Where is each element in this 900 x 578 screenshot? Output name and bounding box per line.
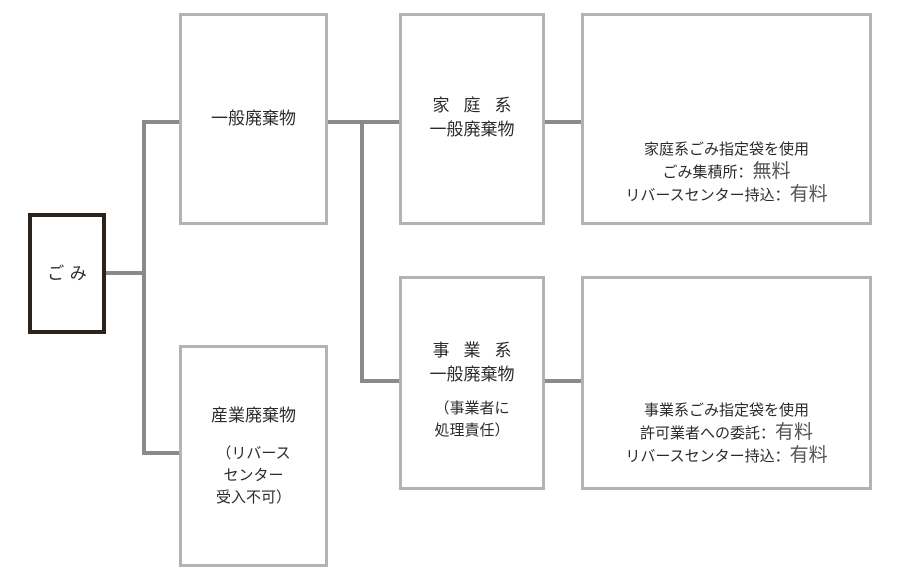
waste-root-box: ご み: [28, 213, 106, 334]
industrial-waste-label: 産業廃棄物: [211, 406, 296, 426]
connector-branch-vertical: [360, 120, 364, 383]
business-detail-box: 事業系ごみ指定袋を使用 許可業者への委託：有料 リバースセンター持込：有料: [581, 276, 872, 490]
connector-business-detail: [542, 379, 584, 383]
connector-to-general: [142, 120, 182, 124]
household-detail-box: 家庭系ごみ指定袋を使用 ごみ集積所：無料 リバースセンター持込：有料: [581, 13, 872, 225]
industrial-waste-note-1: （リバース: [216, 444, 291, 462]
connector-root: [105, 271, 145, 275]
business-waste-label-1: 事業系: [432, 341, 526, 361]
waste-root-label: ご み: [47, 263, 87, 284]
household-detail-line-1: 家庭系ごみ指定袋を使用: [643, 140, 809, 158]
household-waste-label-2: 一般廃棄物: [429, 120, 515, 140]
connector-to-business: [360, 379, 402, 383]
business-waste-box: 事業系 一般廃棄物 （事業者に 処理責任）: [399, 276, 545, 490]
household-detail-line-3: リバースセンター持込：有料: [625, 183, 828, 205]
industrial-waste-box: 産業廃棄物 （リバース センター 受入不可）: [179, 345, 328, 567]
industrial-waste-note-3: 受入不可）: [215, 488, 291, 506]
business-detail-line-2: 許可業者への委託：有料: [639, 421, 814, 443]
industrial-waste-note-2: センター: [223, 466, 284, 484]
general-waste-box: 一般廃棄物: [179, 13, 328, 225]
business-waste-note-2: 処理責任）: [434, 421, 510, 439]
business-waste-note-1: （事業者に: [434, 399, 510, 417]
household-waste-box: 家庭系 一般廃棄物: [399, 13, 545, 225]
business-detail-line-3: リバースセンター持込：有料: [625, 444, 828, 466]
household-waste-label-1: 家庭系: [432, 96, 526, 116]
business-detail-line-1: 事業系ごみ指定袋を使用: [643, 401, 809, 419]
business-waste-label-2: 一般廃棄物: [429, 365, 515, 385]
connector-trunk-vertical: [142, 120, 146, 455]
connector-to-industrial: [142, 451, 182, 455]
general-waste-label: 一般廃棄物: [211, 109, 296, 129]
household-detail-line-2: ごみ集積所：無料: [662, 160, 791, 182]
connector-household-detail: [542, 120, 584, 124]
